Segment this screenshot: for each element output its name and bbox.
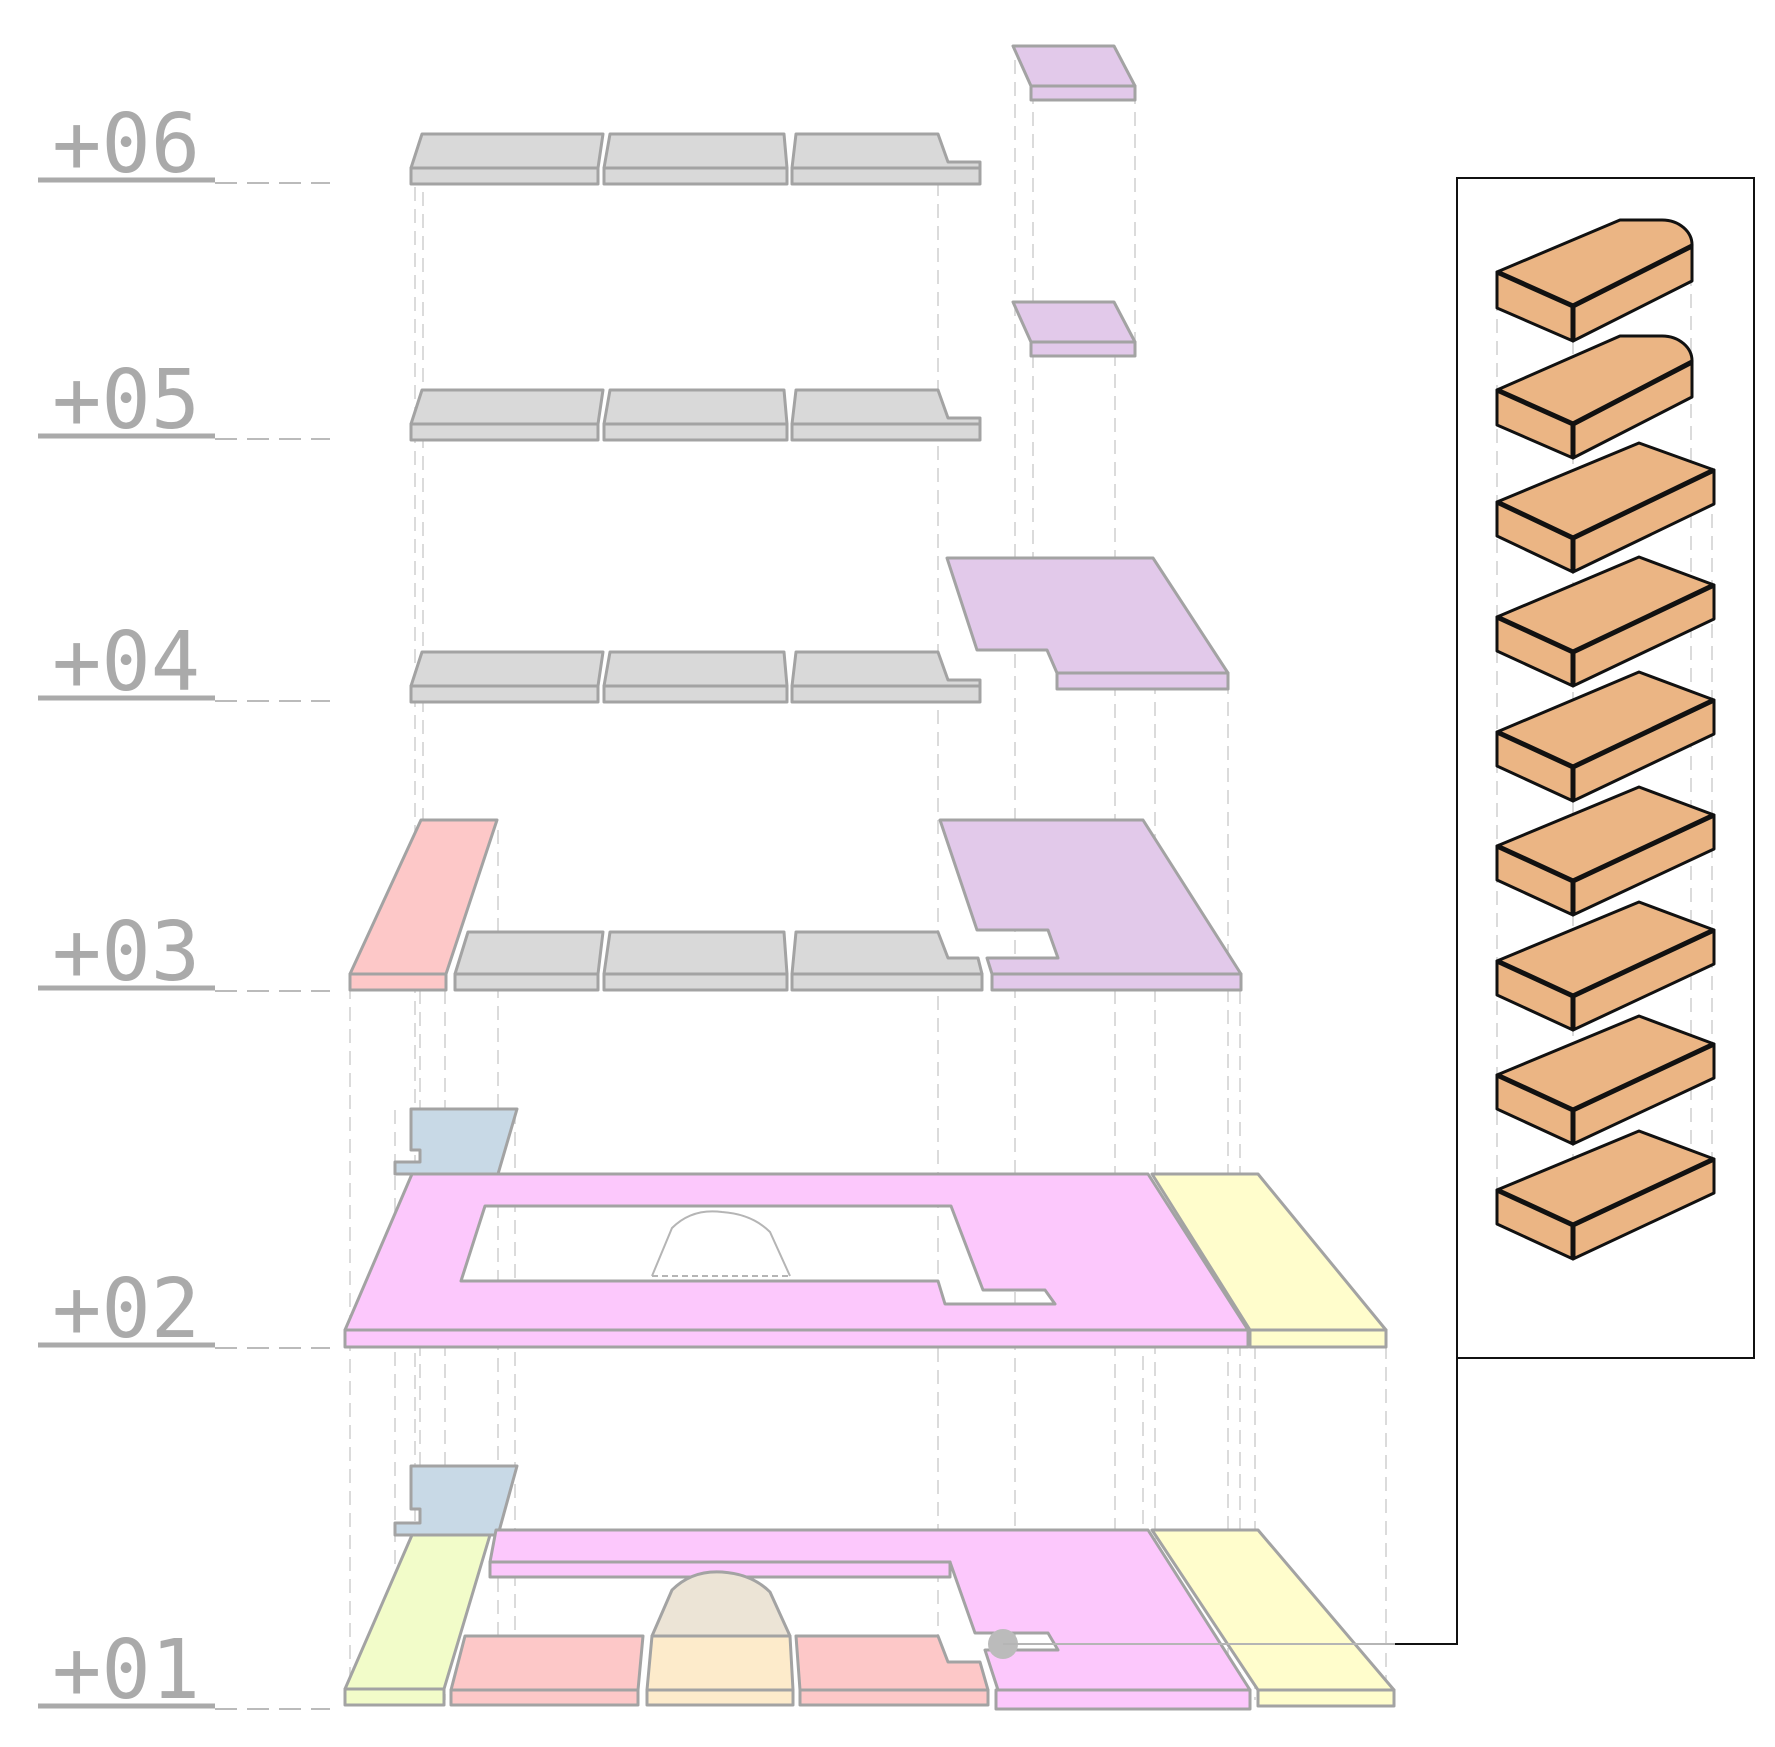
floor-03	[348, 818, 1243, 992]
rectangular-block	[1495, 785, 1716, 917]
lavender-slab	[938, 818, 1243, 992]
level-label-03: +03	[52, 905, 200, 1000]
level-label-05: +05	[52, 353, 200, 448]
grey-slab	[602, 650, 789, 704]
salmon-slab	[348, 818, 499, 992]
rectangular-block	[1495, 555, 1716, 688]
grey-slab	[790, 388, 982, 442]
lavender-slab	[1011, 300, 1137, 358]
grey-slab	[790, 650, 982, 704]
level-marker-03: +03	[38, 905, 330, 1000]
grey-slab	[409, 650, 605, 704]
salmon-slab	[794, 1634, 990, 1707]
grey-slab	[602, 388, 789, 442]
grey-slab	[453, 930, 605, 992]
beige-slab	[650, 1570, 792, 1638]
floor-01	[343, 1464, 1396, 1711]
level-marker-04: +04	[38, 615, 330, 710]
lavender-slab	[945, 556, 1230, 691]
rounded-block	[1495, 334, 1694, 460]
level-label-06: +06	[52, 97, 200, 192]
peach-slab	[645, 1634, 795, 1707]
blue-slab	[393, 1464, 519, 1537]
yellow-slab	[1150, 1172, 1388, 1349]
floor-06	[409, 44, 1137, 186]
floor-04	[409, 556, 1230, 704]
blue-slab	[393, 1107, 519, 1176]
rectangular-block	[1495, 670, 1716, 803]
lavender-slab	[1011, 44, 1137, 102]
inset-panel	[1456, 177, 1755, 1359]
rounded-block	[1495, 218, 1694, 343]
yellow-slab	[1150, 1528, 1396, 1708]
level-label-01: +01	[52, 1623, 200, 1718]
grey-slab	[409, 388, 605, 442]
rectangular-block	[1495, 1014, 1716, 1146]
grey-slab	[790, 930, 984, 992]
void-outline-feature	[651, 1210, 791, 1277]
rectangular-block	[1495, 1129, 1716, 1261]
grey-slab	[409, 132, 605, 186]
rectangular-block	[1495, 441, 1716, 574]
inset-leader-line	[1003, 1358, 1458, 1645]
grey-slab	[602, 930, 789, 992]
floor-02	[343, 1107, 1388, 1349]
rectangular-block	[1495, 900, 1716, 1032]
level-label-02: +02	[52, 1262, 200, 1357]
level-marker-06: +06	[38, 97, 330, 192]
grey-slab	[602, 132, 789, 186]
grey-slab	[790, 132, 982, 186]
floor-05	[409, 300, 1137, 442]
level-marker-02: +02	[38, 1262, 330, 1357]
lime-slab	[343, 1533, 492, 1707]
level-marker-05: +05	[38, 353, 330, 448]
projection-guides	[349, 60, 1387, 1700]
level-marker-01: +01	[38, 1623, 330, 1718]
salmon-slab	[449, 1634, 645, 1707]
pink-slab	[343, 1172, 1250, 1349]
pink-slab	[488, 1528, 1252, 1711]
level-label-04: +04	[52, 615, 200, 710]
